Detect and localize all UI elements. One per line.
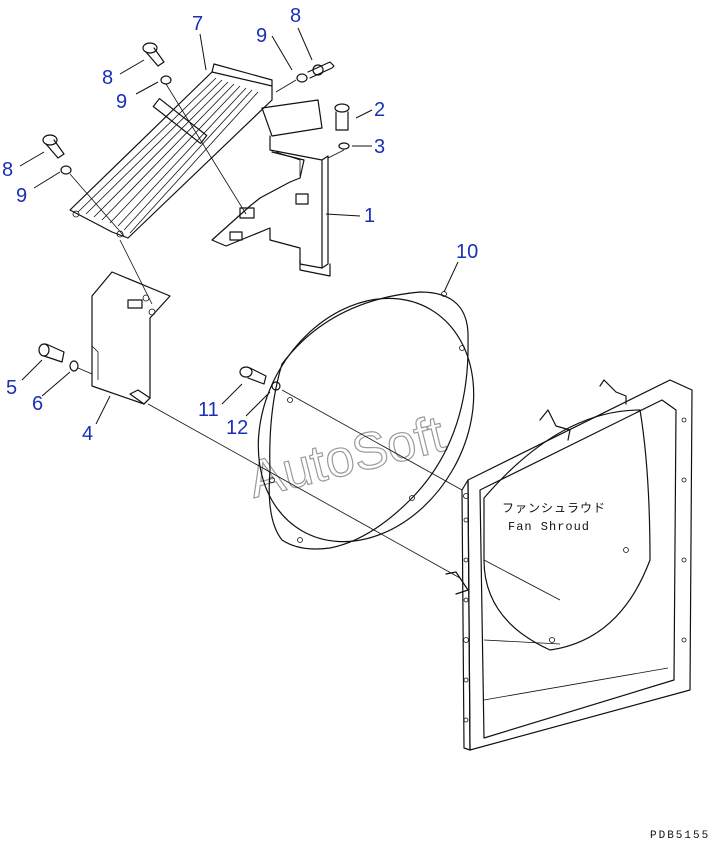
bolt-2: [334, 103, 350, 131]
callout-1: 1: [364, 205, 375, 227]
leader-lines: [19, 27, 459, 425]
drawing-code: PDB5155: [650, 830, 710, 842]
callout-12: 12: [226, 417, 248, 439]
callout-2: 2: [374, 99, 385, 121]
callout-6: 6: [32, 393, 43, 415]
strap-part-7: [69, 63, 273, 239]
shroud-label-jp: ファンシュラウド: [502, 501, 606, 515]
watermark: AutoSoft: [243, 405, 451, 510]
callout-10: 10: [456, 241, 478, 263]
bolt-8b: [42, 134, 65, 159]
callout-8-upper-left: 8: [102, 67, 113, 89]
bolt-11: [239, 366, 267, 385]
washer-9a: [160, 75, 172, 85]
callouts: 1 2 3 4 5 6 7 8 8 8 9 9 9 10 11 12: [2, 5, 478, 445]
shroud-label-en: Fan Shroud: [508, 520, 590, 534]
hardware: [38, 42, 350, 391]
ring-part-10: [257, 291, 475, 550]
washer-12: [271, 381, 281, 391]
callout-9-left: 9: [16, 185, 27, 207]
washer-6: [69, 360, 79, 372]
callout-8-left: 8: [2, 159, 13, 181]
fan-shroud: ファンシュラウド Fan Shroud: [445, 379, 693, 751]
bracket-part-1: [211, 99, 331, 277]
callout-11: 11: [198, 399, 219, 421]
washer-9b: [60, 165, 72, 175]
callout-5: 5: [6, 377, 17, 399]
washer-9c: [296, 73, 308, 83]
callout-3: 3: [374, 136, 385, 158]
callout-8-top: 8: [290, 5, 301, 27]
callout-4: 4: [82, 423, 93, 445]
callout-9-upper-left: 9: [116, 91, 127, 113]
washer-3: [338, 142, 350, 150]
bracket-part-4: [91, 271, 171, 405]
bolt-5: [38, 343, 65, 363]
bolt-8c: [307, 61, 335, 79]
bolt-8a: [142, 42, 165, 67]
callout-7: 7: [192, 13, 203, 35]
assembly-lines: [69, 79, 463, 579]
callout-9-top: 9: [256, 25, 267, 47]
